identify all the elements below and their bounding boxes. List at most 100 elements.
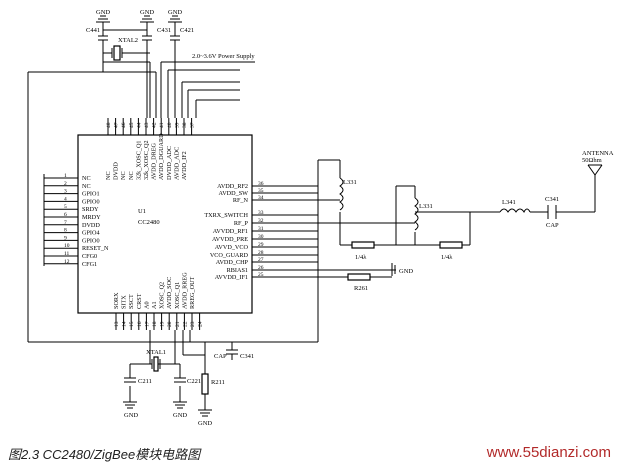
pin-number: 21 (175, 321, 181, 327)
xtal1-label: XTAL1 (146, 349, 166, 356)
pin-label: MRDY (82, 214, 101, 221)
pin-label: CFG0 (82, 253, 97, 260)
pin-label: A0 (143, 301, 150, 309)
pin-label: RESET_N (82, 245, 109, 252)
chip-part: CC2480 (138, 219, 160, 226)
c341-label: C341 (240, 353, 254, 360)
pin-label: DVDD (113, 162, 120, 180)
pin-number: 16 (137, 321, 143, 327)
chip-body (77, 134, 253, 314)
r261-resistor (347, 273, 371, 281)
pin-number: 31 (258, 226, 264, 232)
pin-number: 15 (129, 321, 135, 327)
pin-label: RF_N (233, 197, 249, 204)
xtal1-crystal (151, 356, 161, 372)
pin-label: GPIO1 (82, 191, 100, 198)
pin-number: 33 (258, 210, 264, 216)
c421-label: C421 (180, 27, 194, 34)
gnd-label: GND (168, 9, 182, 16)
l331-label: L331 (419, 203, 433, 210)
pin-number: 6 (64, 212, 67, 218)
pin-number: 37 (190, 122, 196, 128)
pin-label: CRST (136, 293, 143, 309)
pin-number: 13 (114, 321, 120, 327)
pin-label: AVVDD_PRE (212, 236, 248, 243)
pin-label: AVVD_VCO (215, 244, 249, 251)
pin-label: AVVDD_RF1 (213, 228, 248, 235)
pin-number: 10 (64, 243, 70, 249)
pin-number: 41 (159, 122, 165, 128)
pin-number: 8 (64, 228, 67, 234)
gnd-label: GND (96, 9, 110, 16)
pin-label: NC (128, 171, 135, 180)
pin-number: 34 (258, 195, 264, 201)
cap-label: CAP (214, 353, 227, 360)
pin-label: AVVDD_IF1 (215, 274, 248, 281)
quarter-wave-label: 1/4λ (441, 254, 453, 261)
pin-label: A1 (151, 301, 158, 309)
gnd-label: GND (198, 420, 212, 427)
pin-label: AVDD_DREG (151, 142, 158, 180)
rf-network-wires (205, 159, 596, 343)
pin-number: 45 (129, 122, 135, 128)
pin-label: NC (105, 171, 112, 180)
pin-label: SRDY (82, 206, 99, 213)
pin-label: GPIO4 (82, 230, 100, 237)
pin-number: 24 (198, 321, 204, 327)
chip-ref: U1 (138, 208, 146, 215)
pin-label: AVDD_SOC (166, 277, 173, 309)
pin-label: DVDD (82, 222, 100, 229)
c221-capacitor (174, 377, 186, 383)
quarter-wave-label: 1/4λ (355, 254, 367, 261)
gnd-label: GND (173, 412, 187, 419)
c431-label: C431 (157, 27, 171, 34)
pin-number: 1 (64, 173, 67, 179)
pin-number: 40 (167, 122, 173, 128)
antenna-label: ANTENNA (582, 150, 614, 157)
c341-bottom-capacitor (226, 349, 238, 360)
pin-number: 35 (258, 188, 264, 194)
bottom-pin-group: 13SORX14SITX15SSCT16CRST17A018A119XOSC_Q… (113, 272, 204, 330)
c341-capacitor (547, 205, 557, 219)
l331-inductor (339, 177, 344, 211)
c221-label: C221 (187, 378, 201, 385)
pin-number: 28 (258, 250, 264, 256)
bottom-ground-symbols (123, 401, 212, 417)
pin-number: 38 (182, 122, 188, 128)
pin-label: DVDD_ADC (166, 146, 173, 180)
pin-label: AVDD_SW (219, 190, 249, 197)
pin-number: 39 (174, 122, 180, 128)
pin-number: 43 (144, 122, 150, 128)
pin-number: 26 (258, 265, 264, 271)
pin-number: 46 (121, 122, 127, 128)
quarter-wave-line (351, 241, 375, 249)
top-crystal-wires (98, 29, 240, 118)
pin-number: 2 (64, 181, 67, 187)
l341-inductor (499, 208, 531, 213)
pin-label: 32k_XOSC_Q1 (135, 140, 142, 180)
pin-label: GPIO0 (82, 198, 100, 205)
pin-label: NC (82, 175, 91, 182)
bottom-crystal-wires (129, 330, 233, 410)
pin-number: 25 (258, 272, 264, 278)
pin-number: 11 (64, 251, 70, 257)
power-supply-label: 2.0~3.6V Power Supply (192, 53, 255, 60)
pin-number: 14 (122, 321, 128, 327)
pin-number: 29 (258, 242, 264, 248)
pin-label: SORX (113, 292, 120, 309)
pin-number: 18 (152, 321, 158, 327)
top-ground-symbols (96, 15, 182, 30)
cap-label: CAP (546, 222, 559, 229)
pin-number: 3 (64, 189, 67, 195)
pin-number: 32 (258, 218, 264, 224)
quarter-wave-line (439, 241, 463, 249)
r261-label: R261 (354, 285, 368, 292)
gnd-label: GND (140, 9, 154, 16)
pin-number: 5 (64, 204, 67, 210)
pin-number: 9 (64, 235, 67, 241)
antenna-impedance-label: 50Ωhm (582, 157, 602, 164)
pin-label: VCO_GUARD (210, 252, 249, 259)
xtal2-crystal (103, 45, 150, 61)
r261-ground (391, 263, 396, 276)
pin-number: 44 (136, 122, 142, 128)
